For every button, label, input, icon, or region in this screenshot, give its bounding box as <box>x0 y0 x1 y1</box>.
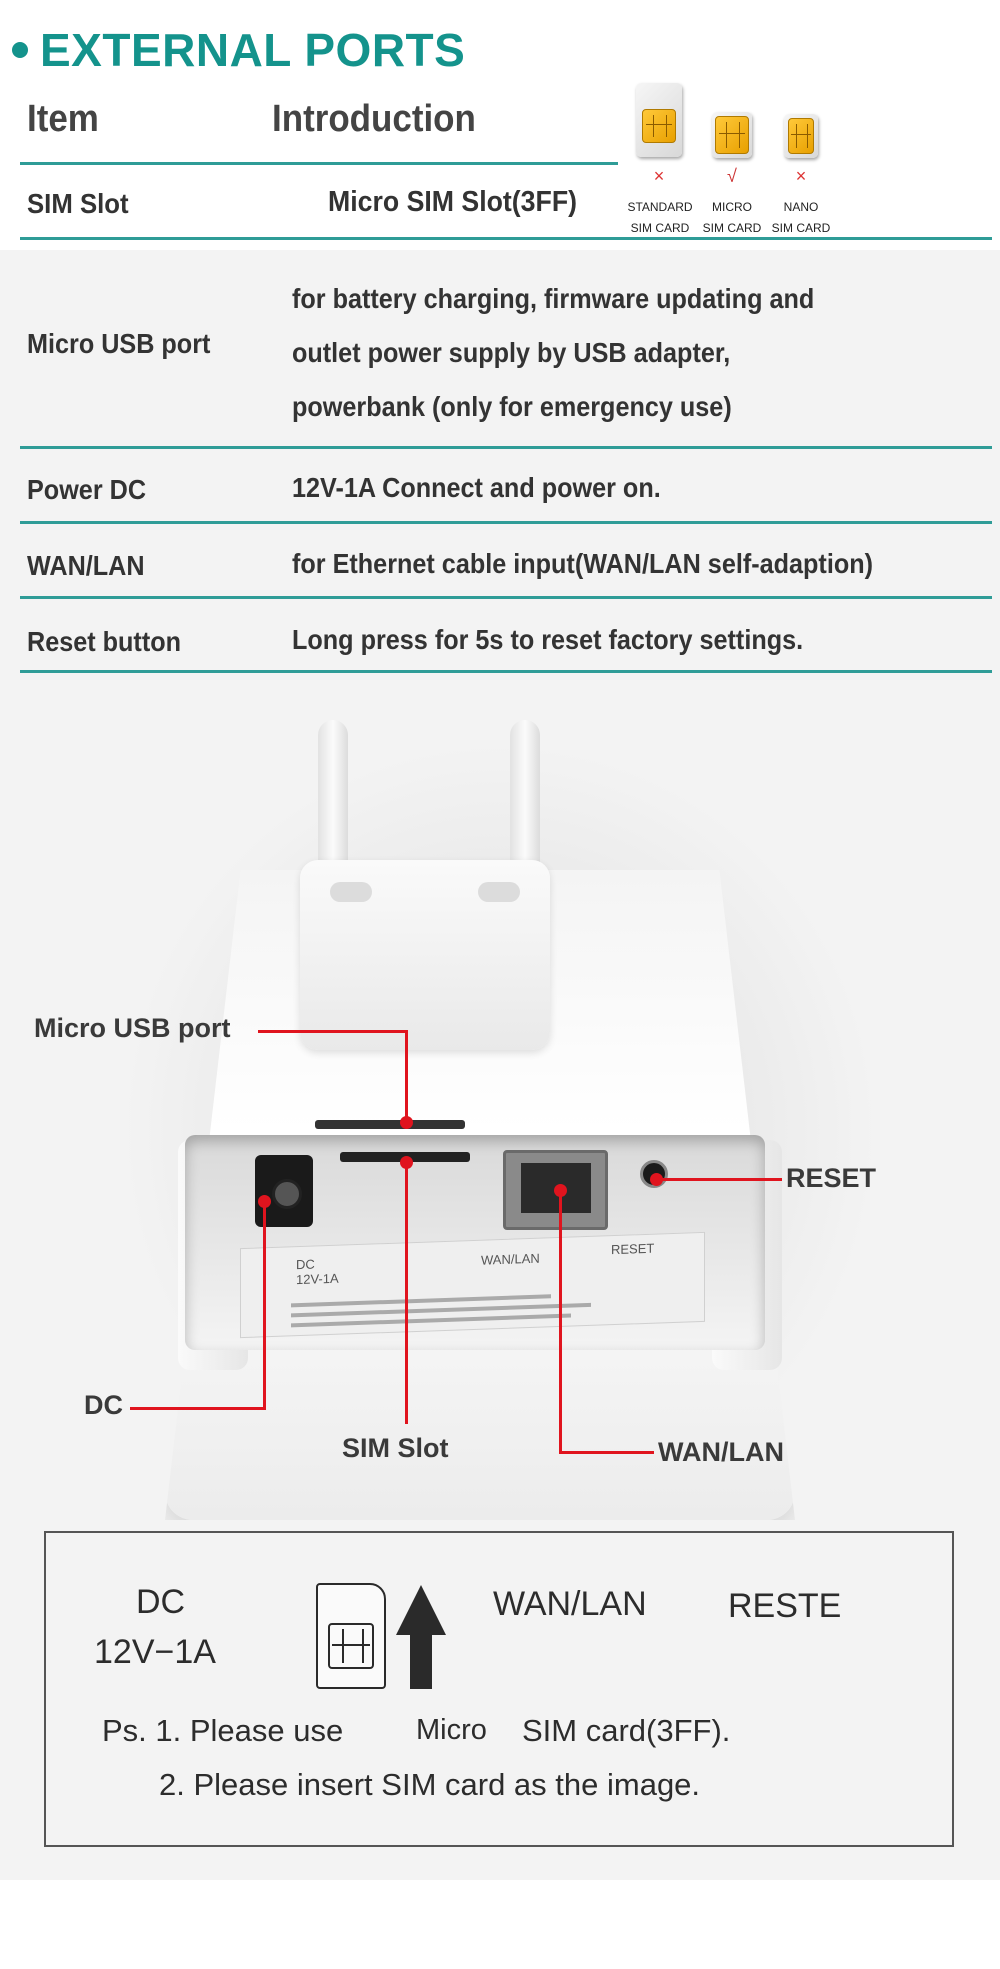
row-label-wan-lan: WAN/LAN <box>27 550 145 581</box>
callout-dot <box>400 1156 413 1169</box>
sticker-note-1-suffix: SIM card(3FF). <box>522 1713 731 1748</box>
row-value-micro-usb: for battery charging, firmware updating … <box>292 272 814 434</box>
sim-type-name: MICRO <box>712 200 752 214</box>
page-title-text: EXTERNAL PORTS <box>40 24 466 76</box>
nano-sim-card-icon <box>784 114 818 158</box>
sticker-wan-lan: WAN/LAN <box>493 1585 647 1623</box>
callout-sim-slot: SIM Slot <box>342 1433 449 1463</box>
device-illustration: DC 12V-1A WAN/LAN RESET Micro USB port R… <box>0 700 1000 1530</box>
plate-dc-rating: 12V-1A <box>296 1270 339 1288</box>
callout-micro-usb: Micro USB port <box>34 1013 231 1043</box>
callout-dot <box>650 1173 663 1186</box>
sim-type-caption: SIM CARD <box>702 221 762 235</box>
sim-card-icon <box>316 1583 386 1689</box>
usb-desc-line: outlet power supply by USB adapter, <box>292 337 731 368</box>
column-header-introduction: Introduction <box>272 98 476 140</box>
row-divider <box>20 521 992 524</box>
micro-usb-slot <box>315 1120 465 1129</box>
port-label-sticker: DC 12V−1A WAN/LAN RESTE Ps. 1. Please us… <box>44 1531 954 1847</box>
sticker-dc: DC <box>136 1583 186 1621</box>
row-value-power-dc: 12V-1A Connect and power on. <box>292 472 661 503</box>
bullet-icon <box>12 42 28 58</box>
callout-reset: RESET <box>786 1163 877 1193</box>
sim-type-caption: SIM CARD <box>771 221 831 235</box>
row-divider <box>20 670 992 673</box>
sticker-dc-rating: 12V−1A <box>94 1633 216 1671</box>
sim-cross-mark: × <box>653 166 665 186</box>
callout-dc: DC <box>84 1390 123 1420</box>
callout-dot <box>258 1195 271 1208</box>
plate-reset-label: RESET <box>611 1240 655 1258</box>
column-header-item: Item <box>27 98 99 140</box>
row-label-power-dc: Power DC <box>27 474 147 505</box>
row-value-reset: Long press for 5s to reset factory setti… <box>292 624 804 655</box>
standard-sim-card-icon <box>636 83 682 157</box>
callout-dot <box>554 1184 567 1197</box>
sim-type-name: STANDARD <box>627 200 693 214</box>
row-value-wan-lan: for Ethernet cable input(WAN/LAN self-ad… <box>292 548 874 579</box>
row-divider <box>20 596 992 599</box>
callout-wan-lan: WAN/LAN <box>658 1437 784 1467</box>
row-divider <box>20 446 992 449</box>
callout-dot <box>400 1116 413 1129</box>
device-label-plate: DC 12V-1A WAN/LAN RESET <box>240 1231 705 1339</box>
sticker-reset: RESTE <box>728 1587 842 1625</box>
usb-desc-line: for battery charging, firmware updating … <box>292 283 815 314</box>
usb-desc-line: powerbank (only for emergency use) <box>292 391 732 422</box>
row-label-sim-slot: SIM Slot <box>27 188 129 219</box>
row-divider <box>20 237 992 240</box>
mounting-bracket <box>300 860 550 1050</box>
sticker-note-2: 2. Please insert SIM card as the image. <box>159 1767 701 1802</box>
row-value-sim-slot: Micro SIM Slot(3FF) <box>328 186 578 218</box>
row-label-micro-usb: Micro USB port <box>27 328 211 359</box>
sim-type-caption: SIM CARD <box>630 221 690 235</box>
sim-cross-mark: × <box>795 166 807 186</box>
sticker-note-1-prefix: Ps. 1. Please use <box>102 1713 344 1748</box>
micro-sim-card-icon <box>712 112 752 158</box>
row-label-reset: Reset button <box>27 626 181 657</box>
plate-dc-label: DC <box>296 1256 315 1273</box>
plate-wan-label: WAN/LAN <box>481 1250 540 1268</box>
sticker-note-1-mid: Micro <box>416 1714 487 1746</box>
page-title: EXTERNAL PORTS <box>12 22 465 78</box>
arrow-up-icon <box>396 1585 446 1635</box>
sim-check-mark: √ <box>727 166 737 186</box>
sim-type-name: NANO <box>783 200 819 214</box>
header-divider <box>20 162 618 165</box>
